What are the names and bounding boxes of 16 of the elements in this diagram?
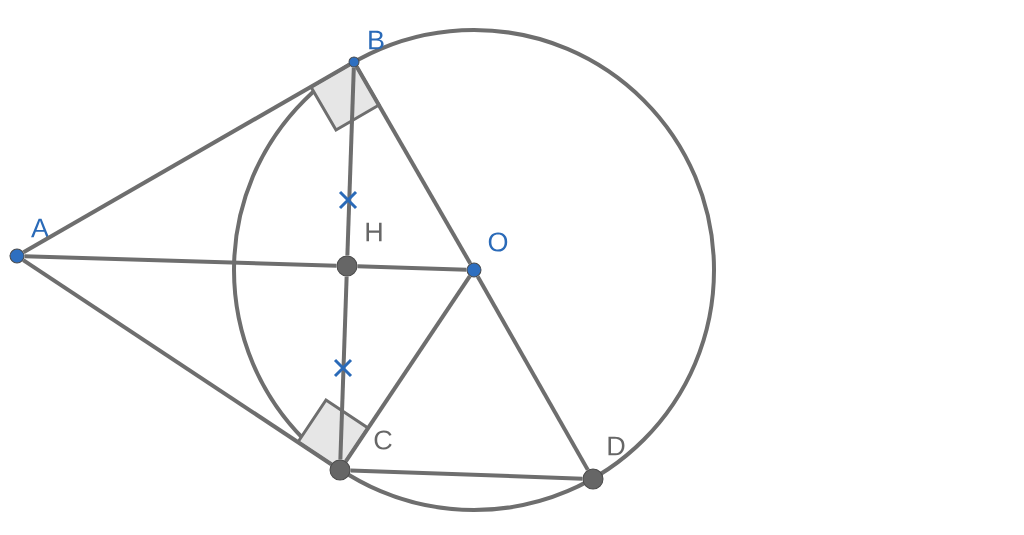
line-segment bbox=[22, 63, 351, 254]
point-label: O bbox=[488, 232, 508, 252]
line-segment bbox=[338, 276, 349, 460]
line-segment bbox=[24, 254, 337, 268]
line-segment bbox=[476, 275, 590, 471]
point-label: H bbox=[366, 222, 382, 242]
line-segment bbox=[357, 264, 467, 272]
line-segment bbox=[350, 468, 583, 481]
point-label: C bbox=[374, 430, 392, 450]
line-segment bbox=[344, 275, 472, 463]
point-label: B bbox=[369, 30, 384, 50]
point-label: D bbox=[608, 436, 625, 456]
line-segment bbox=[22, 258, 333, 466]
point-label: A bbox=[31, 218, 49, 238]
line-segment bbox=[345, 67, 356, 256]
line-segment bbox=[355, 65, 472, 265]
